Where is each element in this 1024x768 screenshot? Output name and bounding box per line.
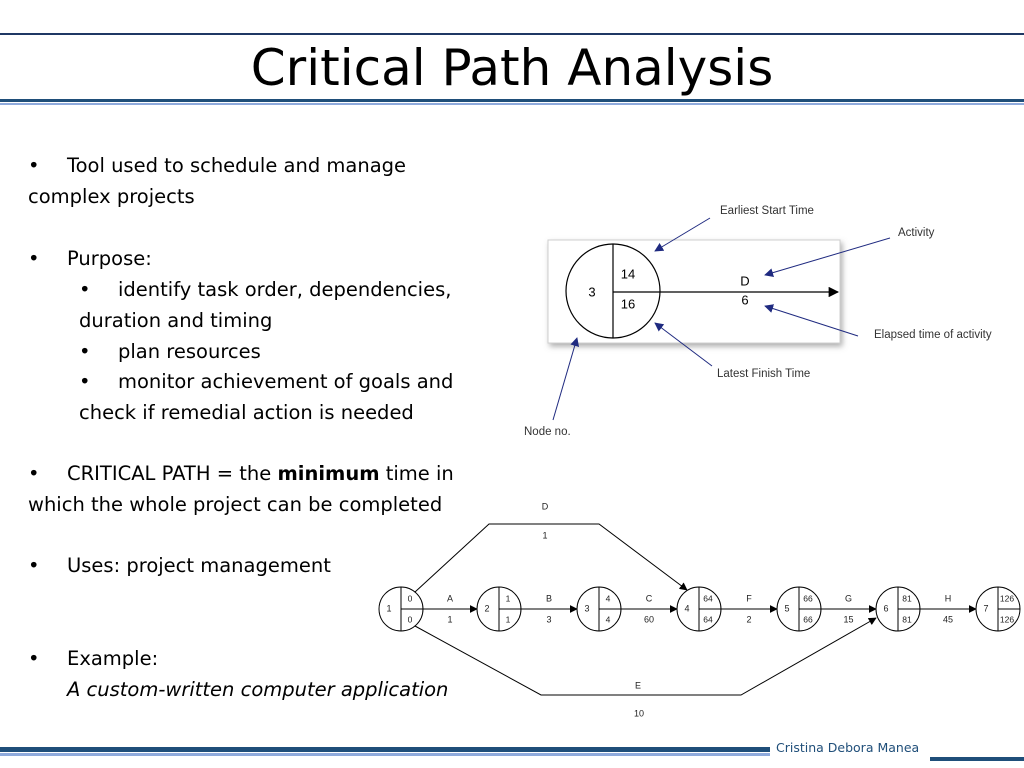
bullet-text: Uses: project management [67,554,331,577]
bullet-text: CRITICAL PATH = the minimum time in [67,458,454,489]
network-node-latest-finish: 0 [408,614,413,624]
bullet-text: plan resources [118,340,261,363]
network-node-earliest-start: 64 [703,593,713,603]
bullet-text: identify task order, dependencies, [118,278,452,301]
network-node-latest-finish: 4 [606,614,611,624]
header-bottom-rule-light [0,103,1024,105]
legend-activity: D [740,273,749,288]
network-node-earliest-start: 66 [803,593,813,603]
callout-earliest-start-arrow [654,217,711,252]
callout-latest-finish: Latest Finish Time [717,368,810,380]
network-node-number: 7 [983,603,988,613]
bullet-glyph: • [28,154,40,177]
activity-label-h: H [945,593,952,603]
network-node-number: 5 [784,603,789,613]
network-node-earliest-start: 126 [1000,593,1014,603]
activity-duration-h: 45 [943,614,953,624]
callout-elapsed-time: Elapsed time of activity [874,329,992,341]
bullet-text: duration and timing [79,309,273,332]
sub-bullet-continued: duration and timing [79,305,272,336]
footer-rule [0,747,770,752]
slide-title: Critical Path Analysis [250,39,774,97]
network-node-earliest-start: 0 [408,593,413,603]
legend-node-number: 3 [588,284,595,299]
activity-arrow-d [414,523,688,593]
activity-label-g: G [845,593,852,603]
activity-duration-d: 1 [542,530,547,540]
callout-activity: Activity [898,227,935,239]
network-node-number: 6 [883,603,888,613]
bullet-text: Purpose: [67,247,152,270]
activity-duration-b: 3 [546,614,551,624]
activity-duration-f: 2 [746,614,751,624]
callout-node-number-arrow [552,337,580,421]
bullet-text-suffix: time in [379,462,454,485]
footer-rule-light [0,753,770,756]
bullet-text-bold: minimum [277,462,380,485]
legend-latest-finish: 16 [621,296,635,311]
network-node-number: 2 [484,603,489,613]
callout-node-number: Node no. [524,426,571,438]
bullet-text-prefix: CRITICAL PATH = the [67,462,278,485]
bullet-text: check if remedial action is needed [79,401,414,424]
bullet-text-italic: A custom-written computer application [67,678,449,701]
activity-duration-g: 15 [843,614,853,624]
activity-label-b: B [546,593,552,603]
network-node-latest-finish: 64 [703,614,713,624]
callout-earliest-start: Earliest Start Time [720,205,814,217]
callout-latest-finish-arrow [654,322,713,367]
bullet-text: Example: [67,647,159,670]
network-node-earliest-start: 81 [902,593,912,603]
bullet-glyph: • [28,247,40,270]
callout-elapsed-time-arrow [764,304,859,337]
activity-label-e: E [635,680,641,690]
activity-duration-c: 60 [644,614,654,624]
legend-earliest-start: 14 [621,266,635,281]
bullet-text: Tool used to schedule and manage [67,154,407,177]
activity-label-f: F [746,593,752,603]
header-top-rule [0,33,1024,35]
network-node-latest-finish: 66 [803,614,813,624]
bullet-glyph: • [79,278,91,301]
activity-label-a: A [447,593,453,603]
legend-callouts: Earliest Start Time Activity Elapsed tim… [524,205,992,438]
network-node-number: 4 [684,603,689,613]
bullet-text-continued: complex projects [28,181,195,212]
bullet-glyph: • [28,647,40,670]
bullet-glyph: • [28,554,40,577]
header-bottom-rule [0,99,1024,102]
network-node-earliest-start: 4 [606,593,611,603]
bullet-text: complex projects [28,185,195,208]
footer-rule-right [930,757,1024,761]
activity-duration-a: 1 [447,614,452,624]
network-node-latest-finish: 126 [1000,614,1014,624]
legend-duration: 6 [741,292,748,307]
callout-activity-arrow [764,237,891,278]
network-node-number: 3 [584,603,589,613]
network-node-latest-finish: 81 [902,614,912,624]
activity-label-c: C [646,593,653,603]
legend-diagram: 3 14 16 D 6 [547,239,841,344]
activity-duration-e: 10 [634,708,644,718]
activity-arrow-e [414,617,877,696]
network-node-earliest-start: 1 [506,593,511,603]
network-node-number: 1 [386,603,391,613]
activity-label-d: D [542,501,549,511]
bullet-glyph: • [79,340,91,363]
bullet-glyph: • [28,462,40,485]
sub-bullet-continued: check if remedial action is needed [79,397,414,428]
footer-author: Cristina Debora Manea [776,740,920,755]
bullet-example-italic: A custom-written computer application [67,674,448,705]
bullet-text: which the whole project can be completed [28,493,443,516]
network-node-latest-finish: 1 [506,614,511,624]
bullet-text: monitor achievement of goals and [118,370,454,393]
bullet-text-continued: which the whole project can be completed [28,489,442,520]
bullet-glyph: • [79,370,91,393]
critical-path-network: A1B3C60F2G15H45D1E1010021134446464566666… [378,501,1021,718]
